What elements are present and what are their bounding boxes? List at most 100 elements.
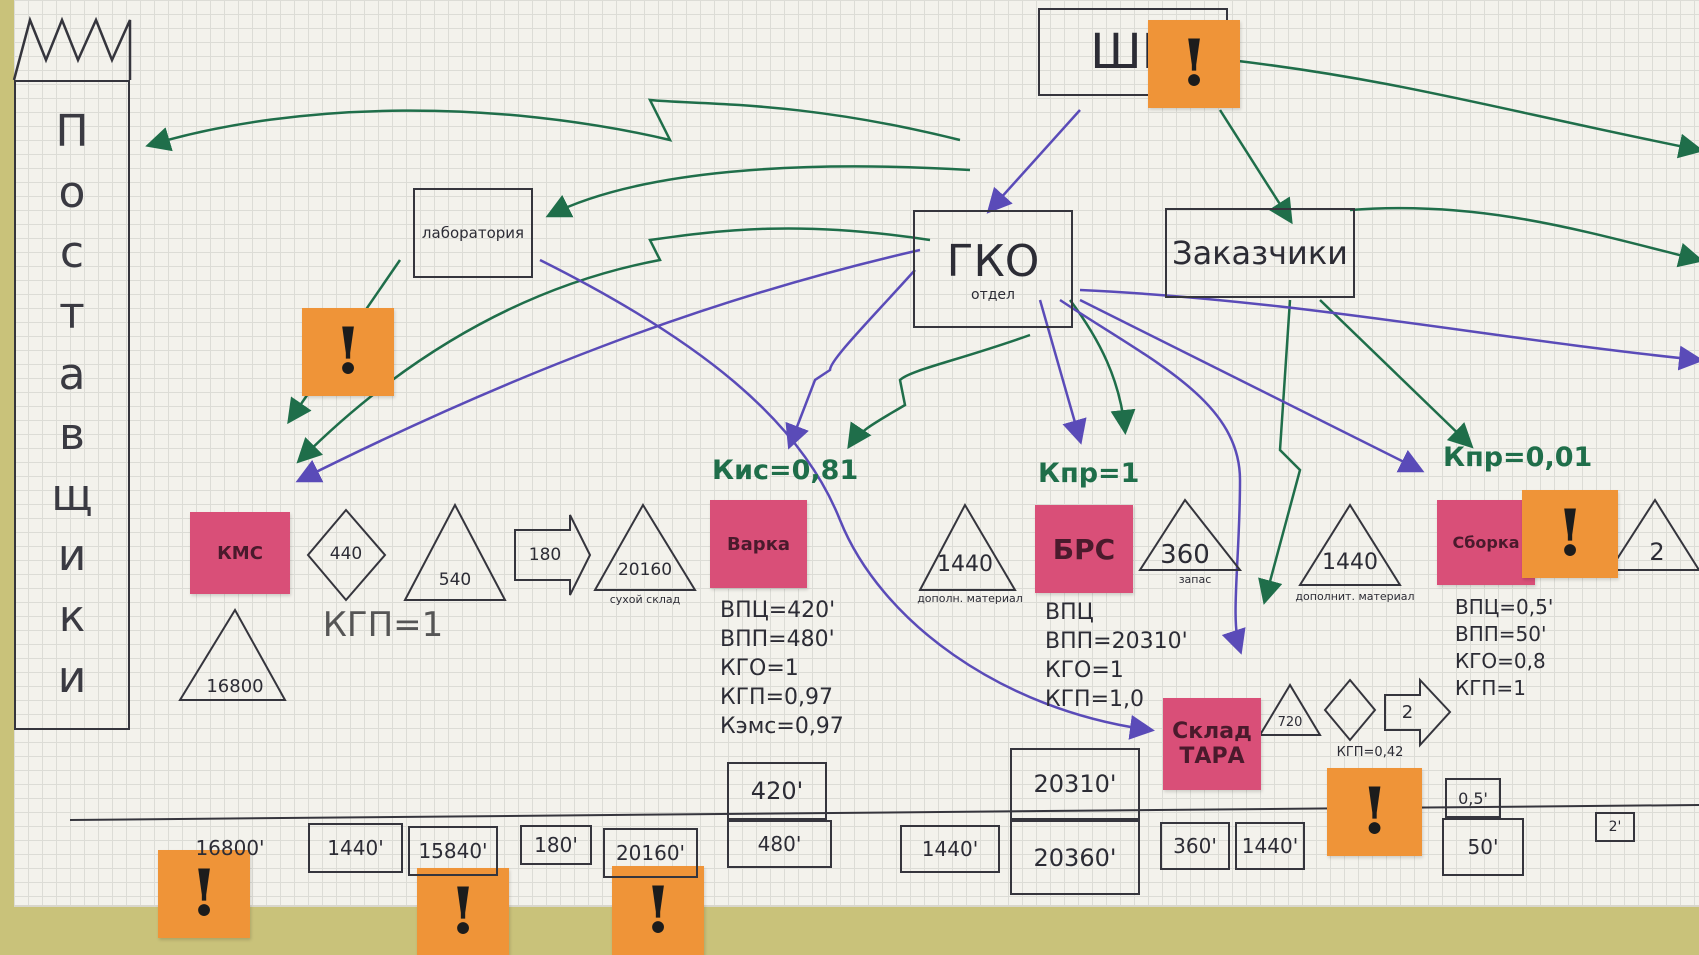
timeline-lower-cell: 15840': [408, 826, 498, 876]
k-value-right: Кпр=0,01: [1443, 442, 1593, 473]
inventory-diamond-small: [1323, 678, 1377, 742]
problem-note-left: !: [302, 308, 394, 396]
sched-lab-storage: [539, 258, 1155, 740]
sched-far-right: [1079, 288, 1699, 371]
triangle-3-value: 1440: [937, 552, 993, 577]
problem-note-timeline: !: [1327, 768, 1422, 856]
metric-line: КГО=1: [1045, 658, 1124, 683]
sched-storage: [1059, 298, 1246, 655]
k-value-left: Кис=0,81: [712, 455, 859, 486]
supplier-letter: с: [59, 227, 85, 279]
flow-sk-customers: [1218, 109, 1293, 225]
process-kmc-label: КМС: [217, 542, 263, 564]
metric-line: ВПЦ=420': [720, 598, 836, 623]
timeline-upper-cell: 420': [727, 762, 827, 820]
process-note-storage: Склад ТАРА: [1163, 698, 1261, 790]
inventory-triangle-5: [1298, 503, 1402, 586]
k-value-middle: Кпр=1: [1038, 458, 1140, 489]
supplier-letter: о: [58, 166, 86, 218]
timeline-lower-cell: 480': [727, 820, 832, 868]
gko-label: ГКО: [946, 235, 1040, 287]
inventory-triangle-bottom: [178, 608, 287, 701]
timeline-lower-cell: 360': [1160, 822, 1230, 870]
timeline-upper-cell: 20310': [1010, 748, 1140, 820]
timeline-lower-cell: 20360': [1010, 820, 1140, 895]
supplier-letter: и: [57, 651, 87, 703]
process-note-right: Сборка: [1437, 500, 1535, 585]
metrics-right: ВПЦ=0,5' ВПП=50' КГО=0,8 КГП=1: [1455, 594, 1553, 702]
sched-right: [1079, 298, 1425, 473]
metric-line: КГП=1,0: [1045, 687, 1144, 712]
process-mid-label: Варка: [726, 533, 791, 555]
timeline-lower-cell: 1440': [308, 823, 403, 873]
exclamation-icon: !: [1555, 496, 1585, 571]
kgp-left-label: КГП=1: [322, 605, 444, 645]
metric-line: КГО=1: [720, 656, 799, 681]
supplier-factory: П о с т а в щ и к и: [14, 80, 130, 730]
exclamation-icon: !: [1360, 774, 1389, 849]
gko-box: ГКО отдел: [913, 210, 1073, 328]
process-storage-label: Склад ТАРА: [1172, 719, 1252, 769]
supplier-letter: П: [55, 106, 89, 158]
supplier-letter: к: [58, 591, 86, 643]
customers-box: Заказчики: [1165, 208, 1355, 298]
metric-line: ВПП=20310': [1045, 629, 1188, 654]
metric-line: КГП=0,97: [720, 685, 833, 710]
supplier-letter: т: [59, 288, 85, 340]
problem-note-bottom-3: !: [612, 866, 704, 955]
inventory-diamond: [306, 508, 387, 602]
inventory-triangle-small: [1258, 683, 1322, 736]
inventory-triangle-2: [593, 503, 697, 591]
triangle-5-caption: дополнит. материал: [1295, 590, 1415, 603]
sched-left: [295, 248, 921, 483]
triangle-1-value: 540: [438, 570, 472, 590]
exclamation-icon: !: [333, 314, 363, 389]
inventory-triangle-1: [403, 502, 507, 601]
push-arrow-2: [1384, 677, 1452, 748]
sched-center: [1038, 299, 1087, 445]
kgp-small-label: КГП=0,42: [1336, 745, 1404, 760]
metrics-mid: ВПЦ=420' ВПП=480' КГО=1 КГП=0,97 Кэмс=0,…: [720, 596, 844, 741]
flow-customers-right-down: [1319, 299, 1474, 449]
problem-note-top: !: [1148, 20, 1240, 108]
metric-line: КГО=0,8: [1455, 649, 1546, 673]
push-arrow-1: [514, 514, 592, 596]
metric-line: ВПЦ=0,5': [1455, 595, 1554, 619]
process-note-kmc: КМС: [190, 512, 290, 594]
sched-top: [986, 109, 1081, 214]
timeline-lower-cell: 180': [520, 825, 592, 865]
lab-box: лаборатория: [413, 188, 533, 278]
arrow-value: 180: [528, 545, 562, 565]
flow-lab-left: [296, 227, 931, 464]
metric-line: ВПП=480': [720, 627, 835, 652]
metric-line: ВПП=50': [1455, 622, 1547, 646]
triangle-2-value: 20160: [617, 560, 673, 580]
flow-to-supplier: [145, 98, 961, 152]
triangle-2-caption: сухой склад: [609, 593, 681, 606]
triangle-5-value: 1440: [1322, 550, 1378, 575]
timeline-lower-cell: 50': [1442, 818, 1524, 876]
exclamation-icon: !: [189, 856, 219, 931]
flow-customers-down: [1258, 299, 1302, 605]
problem-note-bottom-2: !: [417, 868, 509, 955]
inventory-triangle-3: [918, 502, 1017, 591]
triangle-bottom-value: 16800: [206, 676, 264, 697]
problem-note-bottom-1: !: [158, 850, 250, 938]
problem-note-right: !: [1522, 490, 1618, 578]
metrics-center: ВПЦ ВПП=20310' КГО=1 КГП=1,0: [1045, 598, 1188, 714]
supplier-roof: [12, 16, 132, 81]
timeline-lower-cell: 1440': [900, 825, 1000, 873]
supplier-letter: и: [57, 530, 87, 582]
triangle-small-value: 720: [1277, 715, 1303, 730]
exclamation-icon: !: [1179, 26, 1209, 101]
timeline-lower-cell: 20160': [603, 828, 698, 878]
exclamation-icon: !: [448, 873, 478, 949]
triangle-4-value: 360: [1160, 540, 1210, 570]
process-center-label: БРС: [1052, 532, 1116, 566]
process-note-mid: Варка: [710, 500, 807, 588]
flow-gko-mid: [847, 333, 1031, 450]
metric-line: КГП=1: [1455, 676, 1526, 700]
metric-line: Кэмс=0,97: [720, 714, 844, 739]
